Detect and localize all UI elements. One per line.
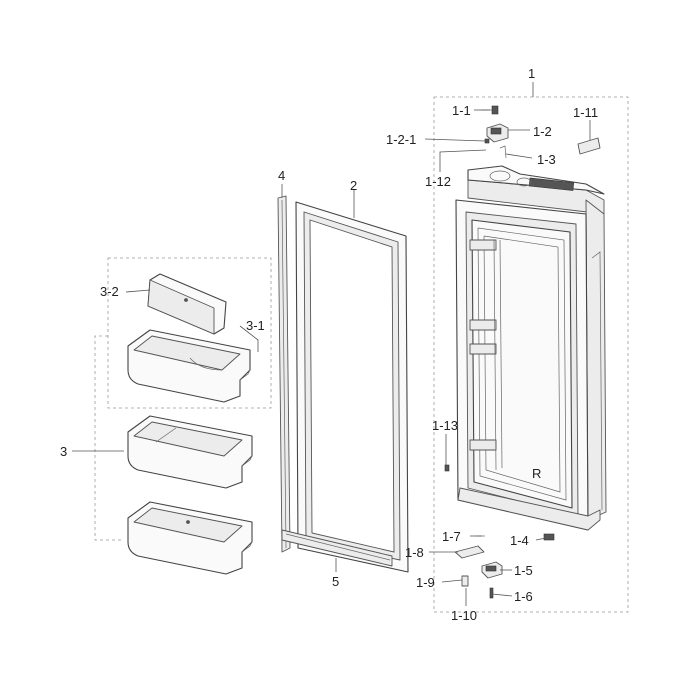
- door-bin-2: [127, 415, 253, 489]
- label-3-1: 3-1: [246, 318, 265, 333]
- bin-cover: [147, 273, 227, 335]
- label-1-9: 1-9: [416, 575, 435, 590]
- label-1-2-1: 1-2-1: [386, 132, 416, 147]
- label-1-3: 1-3: [537, 152, 556, 167]
- label-1-6: 1-6: [514, 589, 533, 604]
- leader-lines: [72, 82, 591, 606]
- label-5: 5: [332, 574, 339, 589]
- hinge-bottom-parts: [444, 464, 555, 599]
- door-liner-strip: [277, 195, 291, 553]
- bottom-cover-strip: [281, 529, 393, 567]
- label-1-2: 1-2: [533, 124, 552, 139]
- label-1-5: 1-5: [514, 563, 533, 578]
- door-gasket: [295, 201, 409, 573]
- door-bin-3: [127, 501, 253, 575]
- label-1-13: 1-13: [432, 418, 458, 433]
- door-assembly-group-box: [433, 96, 629, 613]
- label-1: 1: [528, 66, 535, 81]
- label-2: 2: [350, 178, 357, 193]
- label-3: 3: [60, 444, 67, 459]
- label-3-2: 3-2: [100, 284, 119, 299]
- label-1-10: 1-10: [451, 608, 477, 623]
- hinge-top-parts: [481, 105, 601, 159]
- part-labels: 1 1-1 1-2 1-2-1 1-3 1-11 1-12 4 2 3-2 3-…: [60, 66, 598, 623]
- label-4: 4: [278, 168, 285, 183]
- label-1-8: 1-8: [405, 545, 424, 560]
- label-1-4: 1-4: [510, 533, 529, 548]
- label-1-7: 1-7: [442, 529, 461, 544]
- door-assembly: R: [455, 165, 607, 531]
- bins-bracket: [94, 335, 124, 541]
- door-bin-1: [127, 329, 251, 403]
- label-1-1: 1-1: [452, 103, 471, 118]
- label-1-11: 1-11: [573, 105, 598, 120]
- door-mark-letter: R: [532, 466, 541, 481]
- label-1-12: 1-12: [425, 174, 451, 189]
